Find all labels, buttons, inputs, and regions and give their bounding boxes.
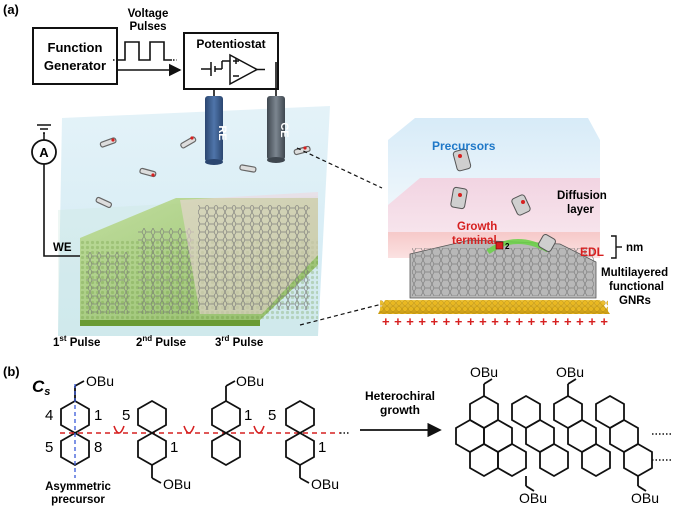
ce-label: CE bbox=[278, 122, 290, 137]
heterochiral-label-line2: growth bbox=[380, 403, 420, 417]
cs-symmetry-label: Cs bbox=[32, 377, 50, 398]
opamp-symbol bbox=[201, 53, 265, 86]
product-obu-3: OBu bbox=[519, 490, 547, 506]
positive-charges: +++++++++++++++++++ bbox=[382, 314, 608, 329]
zoom-diffusion-layer bbox=[388, 178, 600, 232]
gnr-region-pulse1 bbox=[86, 252, 130, 314]
re-label: RE bbox=[216, 125, 228, 140]
gnrs-label-line1: Multilayered bbox=[601, 267, 668, 279]
precursor-unit-4 bbox=[285, 399, 315, 484]
rotation-arrows bbox=[113, 425, 265, 434]
counter-electrode: CE bbox=[267, 96, 290, 163]
nm-label: nm bbox=[626, 242, 643, 254]
unit4-obu: OBu bbox=[311, 476, 339, 492]
unit4-position-1: 1 bbox=[318, 439, 326, 456]
diffusion-layer-label-line2: layer bbox=[567, 204, 594, 216]
zoom-oxygen-dots bbox=[458, 154, 525, 204]
product-obu-2: OBu bbox=[556, 364, 584, 380]
pulse2-label: 2nd Pulse bbox=[136, 334, 186, 349]
precursor-unit-2 bbox=[137, 399, 167, 484]
gnrs-label-line2: functional bbox=[609, 281, 664, 293]
we-label: WE bbox=[53, 242, 72, 254]
precursor-oxygen-dots bbox=[111, 136, 307, 177]
zoom-precursor-molecules bbox=[450, 148, 556, 252]
position-1: 1 bbox=[94, 407, 102, 424]
growth-terminal-marker-number: 2 bbox=[505, 242, 510, 251]
heterochiral-label-line1: Heterochiral bbox=[365, 389, 435, 403]
growth-terminal-label-line2: terminal bbox=[452, 235, 497, 247]
gnr-region-pulse2 bbox=[138, 228, 194, 314]
unit3-position-1: 1 bbox=[244, 407, 252, 424]
zoom-gnr-hex bbox=[412, 248, 594, 296]
gnrs-label-line3: GNRs bbox=[619, 295, 651, 307]
pulse-waveform bbox=[118, 41, 172, 61]
reference-electrode: RE bbox=[205, 96, 228, 165]
asym-precursor-label-line2: precursor bbox=[51, 494, 105, 506]
function-generator-label-line1: Function bbox=[48, 40, 103, 55]
panel-a-label: (a) bbox=[3, 2, 19, 17]
precursors-label: Precursors bbox=[432, 139, 496, 153]
zoom-line-bottom bbox=[299, 303, 383, 326]
asym-precursor-label-line1: Asymmetric bbox=[45, 481, 111, 493]
substrate-edge bbox=[80, 320, 260, 326]
diffusion-layer-label-line1: Diffusion bbox=[557, 190, 607, 202]
position-8: 8 bbox=[94, 439, 102, 456]
function-generator-box bbox=[32, 27, 118, 85]
growth-terminal-label-line1: Growth bbox=[457, 221, 497, 233]
unit4-position-5: 5 bbox=[268, 407, 276, 424]
unit2-position-5: 5 bbox=[122, 407, 130, 424]
position-4: 4 bbox=[45, 407, 53, 424]
function-generator-label-line2: Generator bbox=[44, 58, 106, 73]
ground-symbol bbox=[37, 124, 51, 140]
unit3-obu: OBu bbox=[236, 373, 264, 389]
product-obu-4: OBu bbox=[631, 490, 659, 506]
precursor-obu: OBu bbox=[86, 373, 114, 389]
pulse3-label: 3rd Pulse bbox=[215, 334, 263, 349]
voltage-pulses-label-line1: Voltage bbox=[128, 8, 169, 20]
edl-label: EDL bbox=[580, 245, 604, 259]
voltage-pulses-label-line2: Pulses bbox=[129, 21, 166, 33]
gnr-product-ellipsis bbox=[652, 433, 672, 461]
ammeter-label: A bbox=[39, 145, 49, 160]
panel-b-label: (b) bbox=[3, 364, 20, 379]
position-5: 5 bbox=[45, 439, 53, 456]
gnr-product-structure bbox=[455, 378, 653, 492]
wire-we bbox=[43, 164, 80, 257]
zoom-line-top bbox=[296, 147, 383, 189]
unit2-obu: OBu bbox=[163, 476, 191, 492]
product-obu-1: OBu bbox=[470, 364, 498, 380]
zoom-gold-dots bbox=[380, 300, 608, 314]
pulse1-label: 1st Pulse bbox=[53, 334, 100, 349]
gnr-region-pulse3 bbox=[198, 205, 310, 310]
nm-bracket bbox=[611, 235, 622, 259]
unit2-position-1: 1 bbox=[170, 439, 178, 456]
precursor-unit-3 bbox=[211, 380, 241, 467]
growth-terminal-marker bbox=[495, 241, 504, 250]
potentiostat-label: Potentiostat bbox=[196, 37, 265, 51]
